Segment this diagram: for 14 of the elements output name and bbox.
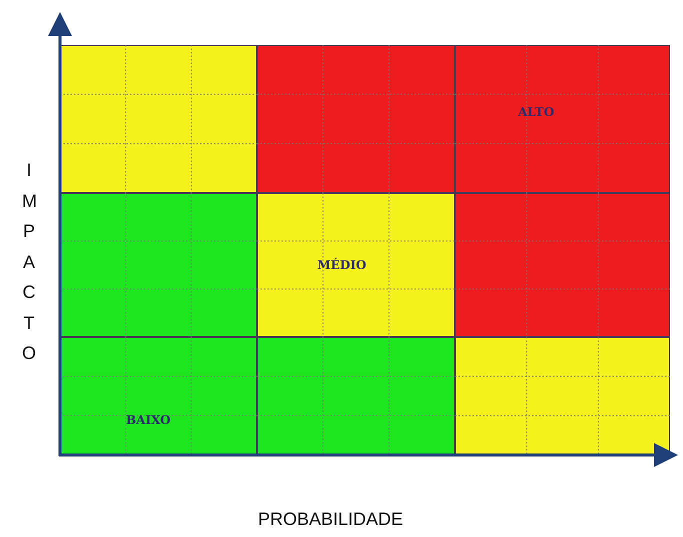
risk-level-label: ALTO: [518, 104, 554, 119]
risk-cell: [257, 337, 455, 455]
risk-cell: [455, 337, 670, 455]
x-axis-title: PROBABILIDADE: [258, 509, 404, 530]
risk-cell: [257, 193, 455, 337]
risk-level-label: MÉDIO: [317, 258, 366, 272]
risk-level-label: BAIXO: [126, 412, 171, 427]
y-axis-title: IMPACTO: [22, 159, 36, 365]
risk-cell: [257, 45, 455, 193]
risk-cell: [60, 193, 257, 337]
risk-cell: [60, 337, 257, 455]
risk-cell: [60, 45, 257, 193]
risk-cell: [455, 45, 670, 193]
risk-cell: [455, 193, 670, 337]
